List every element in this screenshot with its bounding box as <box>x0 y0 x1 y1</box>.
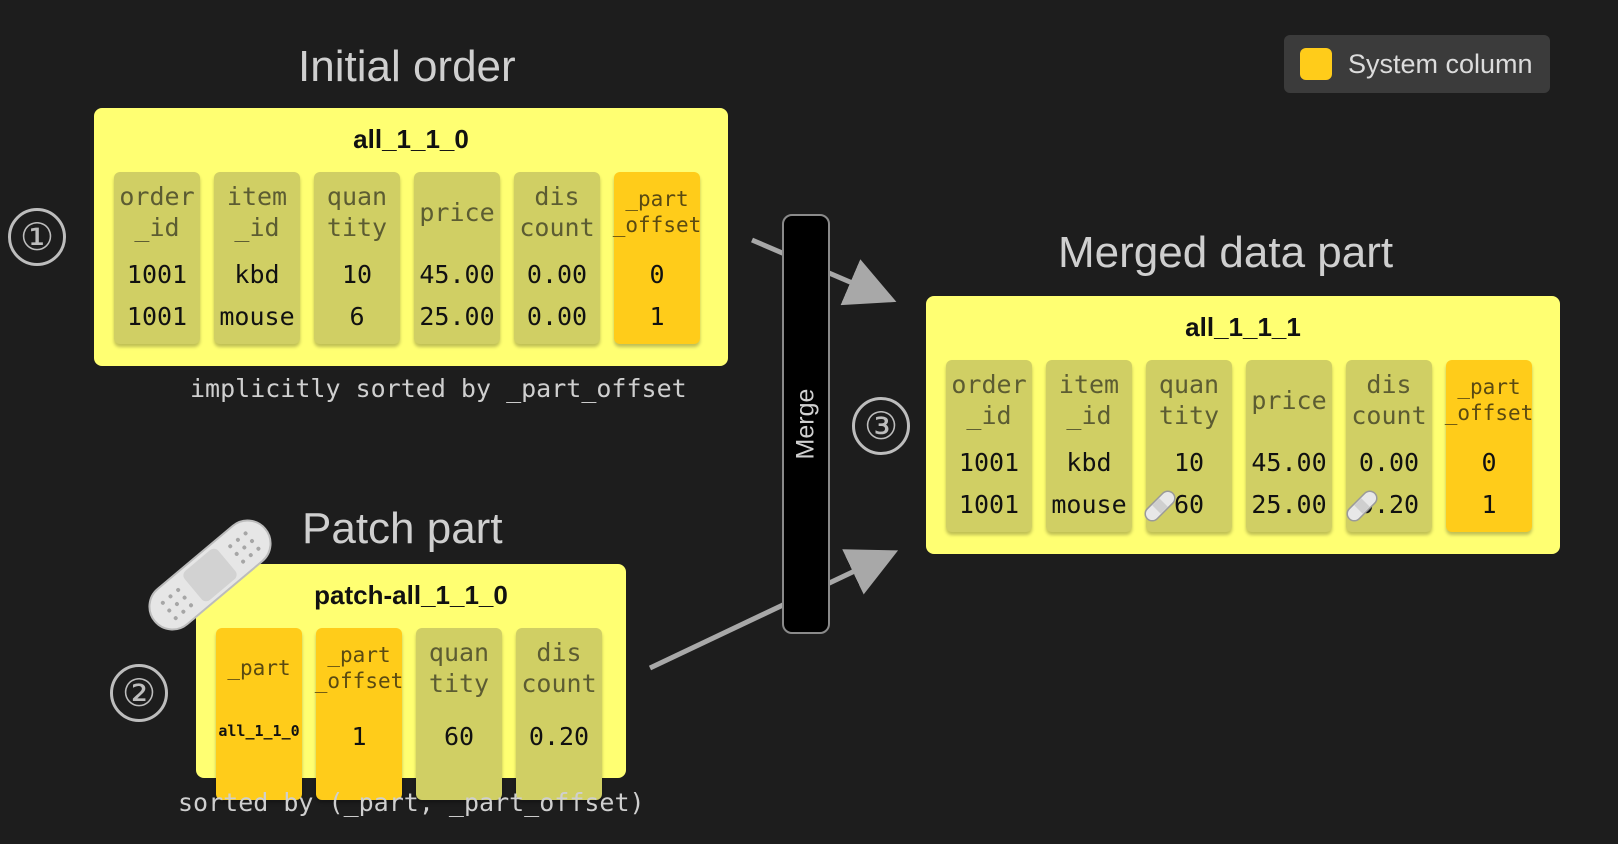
cell-value: 1001 <box>126 260 188 289</box>
column-card: _part _offset 0 1 <box>1444 360 1534 532</box>
initial-caption: implicitly sorted by _part_offset <box>190 374 687 403</box>
column-card: order _id 1001 1001 <box>114 172 200 344</box>
cell-value: 1 <box>649 302 665 331</box>
patched-value-bandage-icon <box>1346 490 1378 522</box>
cell-value: mouse <box>1051 490 1127 519</box>
cell-value: 45.00 <box>1251 448 1327 477</box>
column-header: price <box>1251 385 1327 415</box>
part-name: patch-all_1_1_0 <box>314 580 508 610</box>
column-card: dis count 0.00 0.00 <box>514 172 600 344</box>
column-header: item _id <box>226 182 288 242</box>
cell-value: 45.00 <box>419 260 495 289</box>
cell-value: 0.00 <box>526 260 588 289</box>
merge-label: Merge <box>791 388 820 460</box>
cell-value: 10 <box>341 260 373 289</box>
column-header: _part _offset <box>1444 375 1534 425</box>
merged-part-title: Merged data part <box>1058 228 1394 277</box>
column-header: dis count <box>521 638 597 698</box>
cell-value: 1001 <box>958 490 1020 519</box>
merge-bar: Merge <box>782 214 830 634</box>
arrow-patch-to-merged <box>648 549 899 671</box>
cell-value: kbd <box>1066 448 1112 477</box>
column-header: quan tity <box>428 638 490 698</box>
step-2-marker: ② <box>110 664 168 722</box>
bandage-icon <box>148 519 272 631</box>
part-name: all_1_1_1 <box>1185 312 1301 342</box>
cell-value: 25.00 <box>1251 490 1327 519</box>
patch-part-title: Patch part <box>302 504 503 553</box>
patch-caption: sorted by (_part, _part_offset) <box>178 788 645 817</box>
column-header: price <box>419 197 495 227</box>
column-header: quan tity <box>1158 370 1220 430</box>
column-card: quan tity 60 <box>416 628 502 800</box>
patch-part: patch-all_1_1_0 _part all_1_1_0 _part _off… <box>196 564 626 800</box>
legend-label: System column <box>1348 48 1533 79</box>
cell-value: 1 <box>351 722 367 751</box>
column-header: _part _offset <box>612 187 702 237</box>
cell-value: 60 <box>443 722 475 751</box>
column-header: item _id <box>1058 370 1120 430</box>
column-card: dis count 0.20 <box>516 628 602 800</box>
cell-value: 60 <box>1173 490 1205 519</box>
cell-value: 0 <box>649 260 665 289</box>
cell-value: 6 <box>349 302 365 331</box>
column-header: _part _offset <box>314 643 404 693</box>
column-header: dis count <box>1351 370 1427 430</box>
cell-value: 0 <box>1481 448 1497 477</box>
cell-value: 10 <box>1173 448 1205 477</box>
patched-value-bandage-icon <box>1144 490 1176 522</box>
cell-value: 1001 <box>958 448 1020 477</box>
column-card: _part _offset 1 <box>314 628 404 800</box>
cell-value: 1001 <box>126 302 188 331</box>
cell-value: all_1_1_0 <box>218 722 300 740</box>
column-header: quan tity <box>326 182 388 242</box>
column-card: price 45.00 25.00 <box>1246 360 1332 532</box>
column-header: order _id <box>951 370 1027 430</box>
column-card: quan tity 10 6 <box>314 172 400 344</box>
column-header: order _id <box>119 182 195 242</box>
cell-value: 0.00 <box>526 302 588 331</box>
column-card: order _id 1001 1001 <box>946 360 1032 532</box>
cell-value: 0.00 <box>1358 448 1420 477</box>
column-header: _part <box>227 656 291 680</box>
cell-value: 0.20 <box>528 722 590 751</box>
column-header: dis count <box>519 182 595 242</box>
step-3-marker: ③ <box>852 397 910 455</box>
column-card: _part _offset 0 1 <box>612 172 702 344</box>
system-column-swatch <box>1300 48 1332 80</box>
column-card: price 45.00 25.00 <box>414 172 500 344</box>
cell-value: 1 <box>1481 490 1497 519</box>
part-name: all_1_1_0 <box>353 124 469 154</box>
column-card: _part all_1_1_0 <box>216 628 302 800</box>
cell-value: kbd <box>234 260 280 289</box>
cell-value: 25.00 <box>419 302 495 331</box>
cell-value: mouse <box>219 302 295 331</box>
step-1-marker: ① <box>8 208 66 266</box>
initial-order-title: Initial order <box>298 42 516 91</box>
legend: System column <box>1284 35 1550 93</box>
